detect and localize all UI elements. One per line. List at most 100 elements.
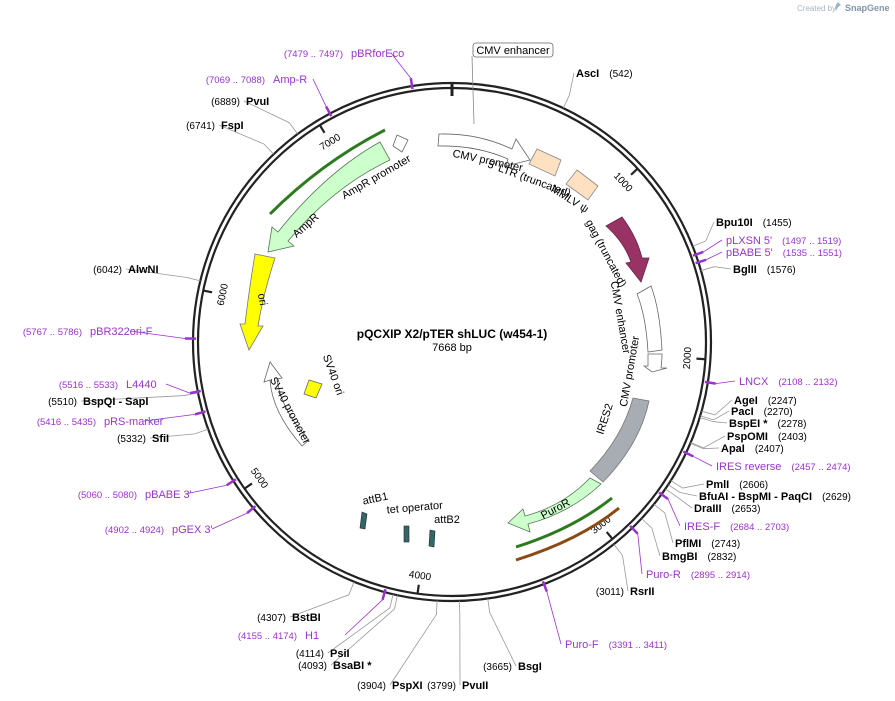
enzyme-leader-pspomi — [690, 435, 726, 449]
primer-leader-plxsn-5 — [703, 239, 723, 253]
tick-label-7000: 7000 — [318, 132, 343, 153]
backbone-outer-ring — [191, 81, 713, 603]
primer-mark-h1 — [381, 588, 387, 601]
primer-range-pbabe-3: (5060 .. 5080) — [78, 490, 137, 501]
primer-name-pbrforeco: pBRforEco — [351, 48, 404, 60]
enzyme-leader-bpu10i — [692, 221, 715, 247]
enzyme-position-apai: (2407) — [755, 444, 784, 455]
primer-range-pbr322ori-f: (5767 .. 5786) — [23, 327, 82, 338]
sv40-ori-feature — [303, 379, 323, 399]
ampr-feature — [267, 141, 391, 253]
enzyme-leader-paci — [700, 410, 730, 421]
enzyme-name-fspi: FspI — [221, 120, 244, 132]
enzyme-name-alwni: AlwNI — [128, 264, 159, 276]
tick-mark-2000 — [696, 357, 706, 361]
puror-feature — [507, 477, 602, 533]
enzyme-name-pspxi: PspXI — [392, 680, 423, 692]
primer-mark-pgex-3 — [246, 505, 257, 515]
primer-range-pgex-3: (4902 .. 4924) — [105, 525, 164, 536]
primer-leader-l4440 — [165, 383, 191, 394]
ires2-label: IRES2 — [595, 402, 616, 436]
enzyme-position-bspqi-sapi: (5510) — [48, 397, 77, 408]
ltr5-feature — [528, 148, 562, 177]
primer-leader-pbabe-3 — [184, 484, 227, 495]
enzyme-position-psii: (4114) — [296, 649, 324, 660]
cmv-promoter-top-arrow — [437, 133, 531, 167]
primer-name-lncx: LNCX — [739, 376, 769, 388]
enzyme-position-bmgbi: (2832) — [707, 552, 736, 563]
ori-feature — [239, 253, 276, 351]
enzyme-position-pflmi: (2743) — [711, 539, 740, 550]
tick-label-2000: 2000 — [682, 346, 695, 369]
primer-name-pbabe-5: pBABE 5' — [726, 247, 773, 259]
enzyme-leader-bsgi — [487, 598, 517, 667]
enzyme-position-pvuii: (3799) — [427, 681, 456, 692]
primer-mark-puro-f — [541, 580, 548, 593]
primer-leader-puro-r — [637, 533, 643, 575]
enzyme-name-psii: PsiI — [330, 648, 350, 660]
enzyme-name-rsrii: RsrII — [630, 586, 654, 598]
tick-label-6000: 6000 — [216, 282, 231, 306]
enzyme-position-bspei: (2278) — [778, 419, 807, 430]
enzyme-position-bpu10i: (1455) — [763, 218, 792, 229]
primer-mark-prs-marker — [194, 410, 206, 416]
enzyme-name-pspomi: PspOMI — [727, 431, 768, 443]
enzyme-leader-alwni — [125, 268, 201, 282]
enzyme-leader-sfii — [149, 428, 209, 439]
attb2-marker — [428, 529, 436, 548]
primer-mark-puro-r — [629, 525, 639, 535]
tick-mark-1000 — [630, 167, 639, 176]
plasmid-name: pQCXIP X2/pTER shLUC (w454-1) — [357, 327, 547, 341]
enzyme-leader-draiii — [665, 488, 693, 509]
enzyme-name-bspei: BspEI * — [729, 418, 768, 430]
enzyme-position-bglii: (1576) — [767, 265, 796, 276]
puro-primer-track-2 — [515, 506, 620, 562]
primer-range-pbrforeco: (7479 .. 7497) — [284, 49, 343, 60]
enzyme-position-pspomi: (2403) — [778, 432, 807, 443]
primer-name-ires-f: IRES-F — [684, 521, 720, 533]
enzyme-position-pmli: (2606) — [739, 480, 768, 491]
primer-mark-pbabe-3 — [225, 478, 237, 487]
primer-name-amp-r: Amp-R — [273, 74, 307, 86]
enzyme-leader-fspi — [218, 124, 274, 155]
enzyme-position-fspi: (6741) — [186, 121, 215, 132]
enzyme-name-pmli: PmlI — [706, 479, 729, 491]
primer-sites: pLXSN 5'(1497 .. 1519)pBABE 5'(1535 .. 1… — [23, 48, 851, 651]
enzyme-name-pflmi: PflMI — [675, 538, 701, 550]
enzyme-leader-agei — [701, 399, 733, 416]
primer-range-puro-f: (3391 .. 3411) — [609, 640, 667, 651]
enzyme-leader-pmli — [670, 480, 705, 489]
tick-mark-4000 — [416, 584, 420, 594]
ori-label: ori — [255, 292, 269, 306]
primer-leader-ires-f — [667, 498, 681, 527]
primer-name-pgex-3: pGEX 3' — [172, 524, 213, 536]
primer-mark-ires-f — [658, 491, 669, 500]
primer-mark-ires-reverse — [682, 450, 694, 458]
primer-leader-ires-reverse — [693, 455, 713, 467]
primer-leader-pbabe-5 — [705, 251, 723, 261]
tick-mark-7000 — [318, 124, 326, 134]
enzyme-name-paci: PacI — [731, 406, 754, 418]
puror-label: PuroR — [539, 497, 572, 522]
enzyme-name-bstbi: BstBI — [292, 612, 321, 624]
enzyme-name-bspqi-sapi: BspQI - SapI — [83, 396, 148, 408]
enzyme-name-pvuii: PvuII — [462, 680, 488, 692]
sv40-promoter-label: SV40 promoter — [267, 375, 312, 446]
enzyme-sites: AscI(542)Bpu10I(1455)BglII(1576)AgeI(224… — [48, 68, 851, 692]
enzyme-leader-pvuii — [459, 600, 461, 686]
primer-leader-amp-r — [312, 78, 327, 107]
enzyme-leader-bglii — [700, 266, 732, 271]
enzyme-position-pspxi: (3904) — [357, 681, 386, 692]
sv40-promoter-arrow — [263, 361, 310, 447]
tick-mark-6000 — [203, 289, 213, 294]
enzyme-name-bpu10i: Bpu10I — [716, 217, 753, 229]
cmv-enhancer-top-label-box — [472, 42, 554, 58]
ampr-primer-track — [268, 128, 386, 216]
tick-mark-5000 — [243, 482, 253, 490]
primer-name-puro-f: Puro-F — [565, 639, 599, 651]
primer-name-puro-r: Puro-R — [646, 569, 681, 581]
primer-name-l4440: L4440 — [126, 379, 157, 391]
enzyme-position-bstbi: (4307) — [257, 613, 286, 624]
enzyme-leader-pvui — [243, 100, 298, 135]
